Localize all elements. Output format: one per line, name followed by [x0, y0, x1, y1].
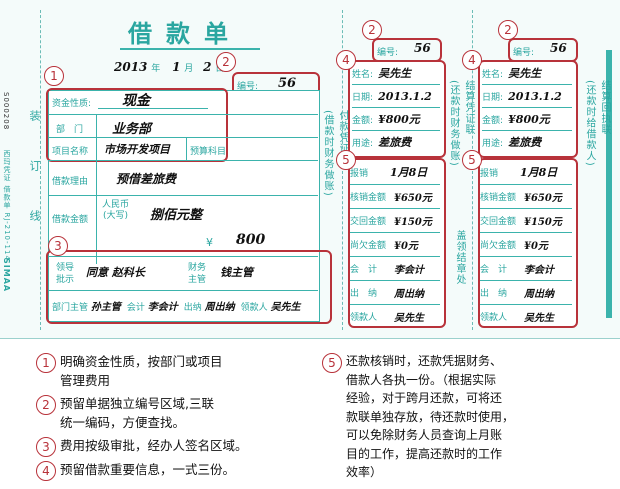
right-info-box — [478, 60, 578, 158]
perforation-1 — [342, 10, 343, 330]
marker-2-right: 2 — [498, 20, 518, 40]
marker-3: 3 — [48, 236, 68, 256]
footer-cashier-label: 出纳 — [183, 303, 202, 313]
reason-label: 借款理由 — [52, 177, 89, 187]
note-4: 预留借款重要信息，一式三份。 — [60, 462, 236, 477]
marker-2-main: 2 — [216, 52, 236, 72]
right-repay-table: 报销 1月8日 核销金额 ¥650元 交回金额 ¥150元 尚欠金额 ¥0元 会… — [480, 160, 572, 328]
side-code: 西玛凭证 借款单 RJ-210-114 — [3, 150, 11, 261]
right-repay-box — [478, 158, 578, 328]
row-divider-4 — [48, 195, 318, 196]
note-3: 费用按级审批，经办人签名区域。 — [60, 438, 248, 453]
stub-label-receipt: 结算回执联 (还款时给借款人) — [584, 80, 610, 167]
amount-sub-label: 人民币 (大写) — [102, 200, 130, 221]
mid-info-box — [348, 60, 446, 158]
amount-digits: 800 — [236, 232, 266, 248]
mid-info-lines: 姓名: 吴先生 日期: 2013.1.2 金额: ¥800元 用途: 差旅费 — [352, 62, 440, 153]
reason-value: 预借差旅费 — [116, 172, 177, 186]
mid-repay-box — [348, 158, 446, 328]
side-serial: S000208 — [2, 92, 10, 131]
fund-nature-label: 资金性质: — [52, 99, 92, 109]
note-2: 预留单据独立编号区域,三联 统一编码，方便查找。 — [60, 396, 214, 430]
signature-footer: 部门主管 孙主管 会计 李会计 出纳 周出纳 领款人 吴先生 — [52, 298, 324, 313]
footer-receiver-value: 吴先生 — [270, 302, 301, 313]
amount-words: 捌佰元整 — [150, 208, 203, 223]
finance-value: 钱主管 — [220, 266, 253, 279]
stub-label-settlement: 结算凭证联 (还款时财务做账) — [448, 80, 474, 167]
row-divider-3 — [48, 160, 318, 161]
note-1-marker: 1 — [36, 353, 56, 373]
binding-line-label: 装 订 线 — [28, 110, 41, 235]
mid-repay-table: 报销 1月8日 核销金额 ¥650元 交回金额 ¥150元 尚欠金额 ¥0元 会… — [350, 160, 440, 328]
note-2-marker: 2 — [36, 395, 56, 415]
main-form-table — [48, 90, 320, 322]
project-label: 项目名称 — [52, 147, 89, 157]
fund-info-box — [46, 88, 228, 162]
marker-4-mid: 4 — [336, 50, 356, 70]
footer-dept-head-value: 孙主管 — [90, 302, 121, 313]
project-value: 市场开发项目 — [104, 143, 170, 156]
dept-value: 业务部 — [112, 122, 152, 137]
title-underline — [120, 48, 260, 50]
col-divider-label — [96, 114, 97, 264]
stamp-area-label: 盖领结章处 — [454, 230, 465, 285]
marker-4-right: 4 — [462, 50, 482, 70]
form-title: 借款单 — [128, 20, 242, 48]
footer-accountant-label: 会计 — [126, 303, 145, 313]
note-5: 还款核销时，还款凭据财务、 借款人各执一份。（根据实际 经验，对于跨月还款，可将… — [346, 354, 515, 479]
note-1: 明确资金性质，按部门或项目 管理费用 — [60, 354, 223, 388]
amount-label: 借款金额 — [52, 215, 89, 225]
amount-symbol: ¥ — [206, 236, 213, 249]
mid-number-box: 编号: 56 — [372, 38, 442, 62]
footer-cashier-value: 周出纳 — [204, 302, 235, 313]
fund-nature-underline — [98, 108, 208, 109]
marker-5-right: 5 — [462, 150, 482, 170]
form-date: 2013 年 1 月 2 日 — [114, 60, 224, 74]
col-divider-budget — [186, 137, 187, 160]
approval-box — [46, 250, 332, 324]
binding-dashed-line — [40, 10, 41, 330]
marker-2-mid: 2 — [362, 20, 382, 40]
row-divider-6 — [48, 290, 318, 291]
row-divider-1 — [48, 114, 318, 115]
note-4-marker: 4 — [36, 461, 56, 481]
marker-1: 1 — [44, 66, 64, 86]
note-3-marker: 3 — [36, 437, 56, 457]
row-divider-2 — [48, 137, 318, 138]
footer-receiver-label: 领款人 — [240, 303, 268, 313]
finance-label: 财务 主管 — [188, 263, 207, 285]
marker-5-mid: 5 — [336, 150, 356, 170]
footer-accountant-value: 李会计 — [147, 302, 178, 313]
footer-dept-head-label: 部门主管 — [52, 303, 89, 313]
right-number-box: 编号: 56 — [508, 38, 578, 62]
leader-label: 领导 批示 — [56, 263, 75, 285]
right-info-lines: 姓名: 吴先生 日期: 2013.1.2 金额: ¥800元 用途: 差旅费 — [482, 62, 572, 153]
note-5-marker: 5 — [322, 353, 342, 373]
budget-label: 预算科目 — [190, 147, 227, 157]
row-divider-5 — [48, 256, 318, 257]
leader-value: 同意 赵科长 — [86, 266, 145, 279]
fund-nature-value: 现金 — [122, 93, 150, 109]
dept-label: 部 门 — [56, 125, 84, 135]
right-accent-bar — [606, 50, 612, 318]
perforation-2 — [472, 10, 473, 330]
side-brand: SIMAA — [2, 258, 11, 293]
